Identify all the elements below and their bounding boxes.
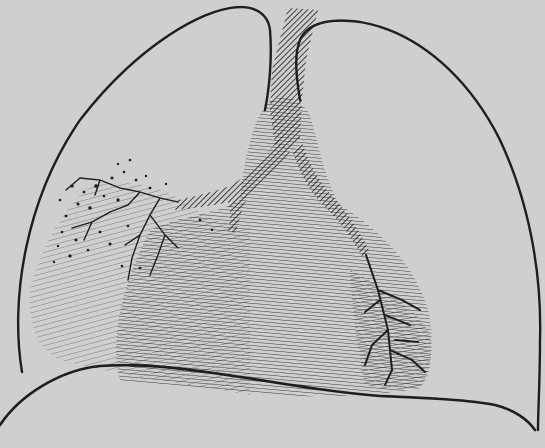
lung-diagram	[0, 0, 545, 448]
figure-canvas	[0, 0, 545, 448]
